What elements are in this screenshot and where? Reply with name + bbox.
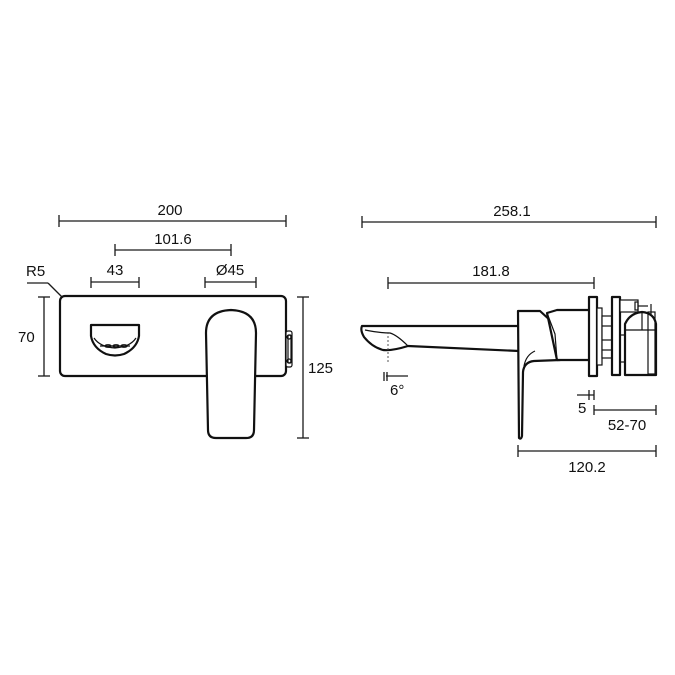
mixer-body	[516, 308, 592, 440]
plate-side-clip	[285, 330, 293, 368]
dim-overall-height: 125	[297, 296, 333, 439]
label-overall-depth: 258.1	[493, 203, 531, 220]
label-overall-width: 200	[157, 202, 182, 219]
label-spout-projection: 181.8	[472, 263, 510, 280]
dim-body-depth: 120.2	[517, 445, 657, 476]
label-body-depth: 120.2	[568, 459, 606, 476]
side-view: 258.1 181.8 6°	[360, 203, 658, 476]
label-spout-handle-spacing: 101.6	[154, 231, 192, 248]
label-plate-height: 70	[18, 329, 35, 346]
dim-spout-angle: 6°	[383, 372, 408, 399]
valve-body	[601, 295, 658, 377]
spout	[360, 324, 521, 362]
dim-wall-depth-range: 52-70	[593, 405, 657, 434]
flange-ring	[596, 307, 603, 366]
lever-handle	[204, 308, 258, 440]
dim-spout-outlet-width: 43	[90, 262, 140, 288]
label-overall-height: 125	[308, 360, 333, 377]
label-spout-outlet-width: 43	[107, 262, 124, 279]
dim-handle-diameter: Ø45	[204, 262, 257, 288]
label-wall-depth-range: 52-70	[608, 417, 646, 434]
dim-overall-depth: 258.1	[361, 203, 657, 228]
dim-plate-thickness: 5	[577, 390, 595, 417]
front-view: 200 101.6 43 Ø45 R5	[18, 202, 333, 440]
dim-spout-projection: 181.8	[387, 263, 595, 289]
spout-outlet	[89, 323, 141, 357]
dim-spout-handle-spacing: 101.6	[114, 231, 232, 256]
label-spout-angle: 6°	[390, 382, 404, 399]
label-corner-radius: R5	[26, 263, 45, 280]
dim-plate-height: 70	[18, 296, 50, 377]
dim-overall-width: 200	[58, 202, 287, 227]
wall-flange	[587, 295, 599, 378]
dim-corner-radius: R5	[26, 263, 63, 298]
label-plate-thickness: 5	[578, 400, 586, 417]
label-handle-diameter: Ø45	[216, 262, 244, 279]
